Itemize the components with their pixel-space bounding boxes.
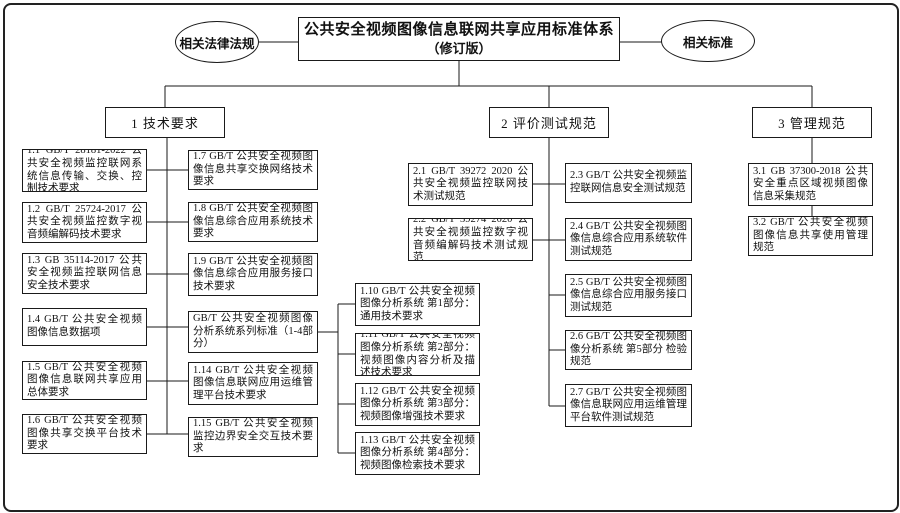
node-1-5-label: 1.5 GB/T 公共安全视频图像信息联网共享应用总体要求 [27, 361, 142, 398]
section-2-header: 2 评价测试规范 [489, 107, 609, 138]
node-1-4: 1.4 GB/T 公共安全视频图像信息数据项 [22, 308, 147, 346]
node-1-13-label: 1.13 GB/T 公共安全视频图像分析系统 第4部分： 视频图像检索技术要求 [360, 434, 475, 471]
node-1-4-label: 1.4 GB/T 公共安全视频图像信息数据项 [27, 314, 142, 338]
node-1-3: 1.3 GB 35114-2017 公共安全视频监控联网信息安全技术要求 [22, 253, 147, 294]
node-2-7-label: 2.7 GB/T 公共安全视频图像信息联网应用运维管理平台软件测试规范 [570, 386, 687, 423]
node-2-5: 2.5 GB/T 公共安全视频图像信息综合应用服务接口测试规范 [565, 274, 692, 317]
node-1-6: 1.6 GB/T 公共安全视频图像共享交换平台技术要求 [22, 414, 147, 454]
diagram-title-subtitle: （修订版） [426, 41, 492, 56]
diagram-title: 公共安全视频图像信息联网共享应用标准体系 [303, 22, 614, 38]
node-2-1-label: 2.1 GB/T 39272 2020 公共安全视频监控联网技术测试规范 [413, 165, 528, 202]
node-2-1: 2.1 GB/T 39272 2020 公共安全视频监控联网技术测试规范 [408, 163, 533, 206]
node-series-analysis: GB/T 公共安全视频图像分析系统系列标准（1-4部分） [188, 311, 318, 353]
related-laws-ellipse: 相关法律法规 [175, 21, 259, 63]
node-1-7-label: 1.7 GB/T 公共安全视频图像信息共享交换网络技术要求 [193, 151, 313, 188]
node-2-4: 2.4 GB/T 公共安全视频图像信息综合应用系统软件测试规范 [565, 218, 692, 261]
node-1-5: 1.5 GB/T 公共安全视频图像信息联网共享应用总体要求 [22, 361, 147, 400]
section-3-header: 3 管理规范 [752, 107, 872, 138]
node-2-3-label: 2.3 GB/T 公共安全视频监控联网信息安全测试规范 [570, 170, 687, 194]
node-1-1-label: 1.1 GB/T 28181-2022 公共安全视频监控联网系统信息传输、交换、… [27, 149, 142, 192]
node-1-11: 1.11 GB/T 公共安全视频图像分析系统 第2部分： 视频图像内容分析及描述… [355, 333, 480, 376]
node-1-15-label: 1.15 GB/T 公共安全视频监控边界安全交互技术要求 [193, 418, 313, 455]
node-2-4-label: 2.4 GB/T 公共安全视频图像信息综合应用系统软件测试规范 [570, 220, 687, 257]
node-1-10: 1.10 GB/T 公共安全视频图像分析系统 第1部分： 通用技术要求 [355, 283, 480, 326]
node-2-2-label: 2.2 GB/T 39274 2020 公共安全视频监控数字视音频编解码技术测试… [413, 218, 528, 261]
node-1-13: 1.13 GB/T 公共安全视频图像分析系统 第4部分： 视频图像检索技术要求 [355, 432, 480, 475]
node-1-2: 1.2 GB/T 25724-2017 公共安全视频监控数字视音频编解码技术要求 [22, 202, 147, 243]
node-3-2: 3.2 GB/T 公共安全视频图像信息共享使用管理规范 [748, 216, 873, 256]
node-1-15: 1.15 GB/T 公共安全视频监控边界安全交互技术要求 [188, 417, 318, 457]
node-1-8-label: 1.8 GB/T 公共安全视频图像信息综合应用系统技术要求 [193, 203, 313, 240]
node-1-12-label: 1.12 GB/T 公共安全视频图像分析系统 第3部分： 视频图像增强技术要求 [360, 385, 475, 422]
node-1-12: 1.12 GB/T 公共安全视频图像分析系统 第3部分： 视频图像增强技术要求 [355, 383, 480, 426]
node-1-9: 1.9 GB/T 公共安全视频图像信息综合应用服务接口技术要求 [188, 253, 318, 296]
node-1-10-label: 1.10 GB/T 公共安全视频图像分析系统 第1部分： 通用技术要求 [360, 285, 475, 322]
node-2-7: 2.7 GB/T 公共安全视频图像信息联网应用运维管理平台软件测试规范 [565, 384, 692, 427]
related-standards-ellipse: 相关标准 [661, 20, 755, 62]
node-1-9-label: 1.9 GB/T 公共安全视频图像信息综合应用服务接口技术要求 [193, 255, 313, 292]
node-2-5-label: 2.5 GB/T 公共安全视频图像信息综合应用服务接口测试规范 [570, 276, 687, 313]
node-1-8: 1.8 GB/T 公共安全视频图像信息综合应用系统技术要求 [188, 202, 318, 242]
diagram-title-box: 公共安全视频图像信息联网共享应用标准体系 （修订版） [298, 17, 620, 61]
node-2-3: 2.3 GB/T 公共安全视频监控联网信息安全测试规范 [565, 163, 692, 203]
node-series-analysis-label: GB/T 公共安全视频图像分析系统系列标准（1-4部分） [193, 313, 313, 350]
node-1-7: 1.7 GB/T 公共安全视频图像信息共享交换网络技术要求 [188, 150, 318, 190]
node-2-2: 2.2 GB/T 39274 2020 公共安全视频监控数字视音频编解码技术测试… [408, 218, 533, 261]
node-2-6: 2.6 GB/T 公共安全视频图像分析系统 第5部分 检验规范 [565, 330, 692, 370]
section-1-header: 1 技术要求 [105, 107, 225, 138]
node-3-1-label: 3.1 GB 37300-2018 公共安全重点区域视频图像信息采集规范 [753, 165, 868, 202]
node-1-11-label: 1.11 GB/T 公共安全视频图像分析系统 第2部分： 视频图像内容分析及描述… [360, 333, 475, 376]
node-1-2-label: 1.2 GB/T 25724-2017 公共安全视频监控数字视音频编解码技术要求 [27, 203, 142, 240]
node-1-3-label: 1.3 GB 35114-2017 公共安全视频监控联网信息安全技术要求 [27, 254, 142, 291]
node-1-1: 1.1 GB/T 28181-2022 公共安全视频监控联网系统信息传输、交换、… [22, 149, 147, 192]
node-3-1: 3.1 GB 37300-2018 公共安全重点区域视频图像信息采集规范 [748, 163, 873, 206]
node-1-6-label: 1.6 GB/T 公共安全视频图像共享交换平台技术要求 [27, 415, 142, 452]
node-3-2-label: 3.2 GB/T 公共安全视频图像信息共享使用管理规范 [753, 217, 868, 254]
node-2-6-label: 2.6 GB/T 公共安全视频图像分析系统 第5部分 检验规范 [570, 331, 687, 368]
node-1-14-label: 1.14 GB/T 公共安全视频图像信息联网应用运维管理平台技术要求 [193, 364, 313, 401]
node-1-14: 1.14 GB/T 公共安全视频图像信息联网应用运维管理平台技术要求 [188, 362, 318, 405]
